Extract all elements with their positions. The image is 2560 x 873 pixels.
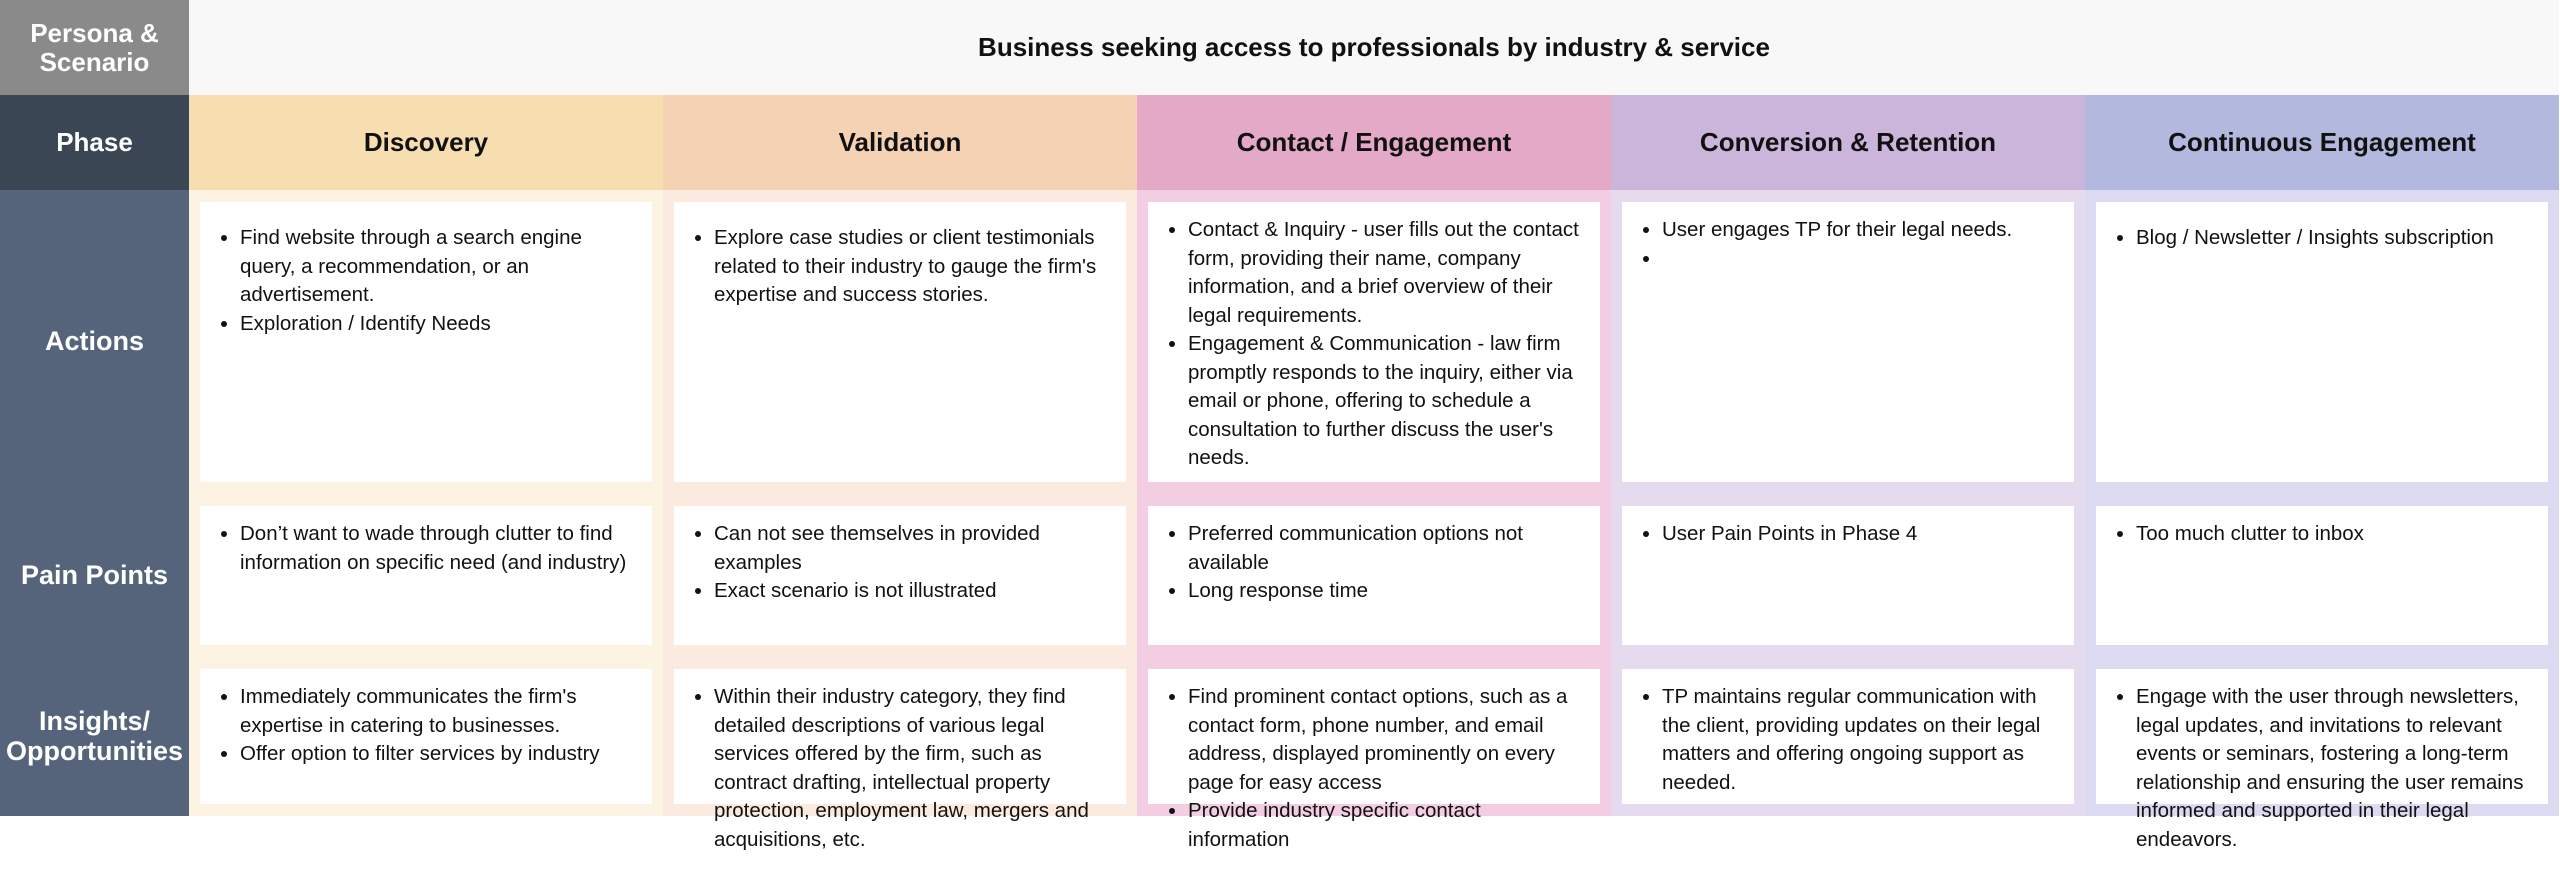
bullet-list: TP maintains regular communication with … [1636, 683, 2060, 797]
card: Find website through a search engine que… [200, 202, 652, 482]
pain-points-cell-phase-1: Don’t want to wade through clutter to fi… [189, 494, 663, 657]
pain-points-cell-phase-3: Preferred communication options not avai… [1137, 494, 1611, 657]
list-item: Long response time [1188, 577, 1586, 606]
card: Within their industry category, they fin… [674, 669, 1126, 851]
list-item: Find prominent contact options, such as … [1188, 683, 1586, 797]
actions-cell-phase-1: Find website through a search engine que… [189, 190, 663, 494]
list-item: Preferred communication options not avai… [1188, 520, 1586, 577]
scenario-title: Business seeking access to professionals… [189, 0, 2559, 95]
card: Preferred communication options not avai… [1148, 506, 1600, 645]
card: Find prominent contact options, such as … [1148, 669, 1600, 851]
bullet-list: Contact & Inquiry - user fills out the c… [1162, 216, 1586, 473]
bullet-list: Find website through a search engine que… [214, 224, 638, 338]
actions-cell-phase-4: User engages TP for their legal needs. [1611, 190, 2085, 494]
card: Blog / Newsletter / Insights subscriptio… [2096, 202, 2548, 482]
card: Explore case studies or client testimoni… [674, 202, 1126, 482]
insights-opportunities-cell-phase-4: TP maintains regular communication with … [1611, 657, 2085, 816]
row-label-actions: Actions [0, 190, 189, 494]
card: User engages TP for their legal needs. [1622, 202, 2074, 482]
list-item: Exploration / Identify Needs [240, 310, 638, 339]
list-item: Explore case studies or client testimoni… [714, 224, 1112, 310]
list-item: Too much clutter to inbox [2136, 520, 2534, 549]
list-item: Contact & Inquiry - user fills out the c… [1188, 216, 1586, 330]
bullet-list: Find prominent contact options, such as … [1162, 683, 1586, 854]
list-item: Can not see themselves in provided examp… [714, 520, 1112, 577]
phase-conversion-retention: Conversion & Retention [1611, 95, 2085, 190]
pain-points-cell-phase-4: User Pain Points in Phase 4 [1611, 494, 2085, 657]
list-item: Within their industry category, they fin… [714, 683, 1112, 854]
pain-points-cell-phase-2: Can not see themselves in provided examp… [663, 494, 1137, 657]
list-item: User Pain Points in Phase 4 [1662, 520, 2060, 549]
list-item [1662, 245, 2060, 274]
phase-label: Phase [0, 95, 189, 190]
list-item: Provide industry specific contact inform… [1188, 797, 1586, 854]
bullet-list: Don’t want to wade through clutter to fi… [214, 520, 638, 577]
list-item: Blog / Newsletter / Insights subscriptio… [2136, 224, 2534, 253]
list-item: Don’t want to wade through clutter to fi… [240, 520, 638, 577]
row-label-pain-points: Pain Points [0, 494, 189, 657]
phase-discovery: Discovery [189, 95, 663, 190]
bullet-list: Blog / Newsletter / Insights subscriptio… [2110, 224, 2534, 253]
bullet-list: Explore case studies or client testimoni… [688, 224, 1112, 310]
phase-validation: Validation [663, 95, 1137, 190]
list-item: TP maintains regular communication with … [1662, 683, 2060, 797]
pain-points-cell-phase-5: Too much clutter to inbox [2085, 494, 2559, 657]
list-item: Exact scenario is not illustrated [714, 577, 1112, 606]
row-label-insights-opportunities: Insights/ Opportunities [0, 657, 189, 816]
bullet-list: Too much clutter to inbox [2110, 520, 2534, 549]
card: Contact & Inquiry - user fills out the c… [1148, 202, 1600, 482]
persona-scenario-label: Persona & Scenario [0, 0, 189, 95]
actions-cell-phase-5: Blog / Newsletter / Insights subscriptio… [2085, 190, 2559, 494]
list-item: Find website through a search engine que… [240, 224, 638, 310]
card: TP maintains regular communication with … [1622, 669, 2074, 804]
list-item: Engage with the user through newsletters… [2136, 683, 2534, 854]
phase-continuous-engagement: Continuous Engagement [2085, 95, 2559, 190]
bullet-list: Engage with the user through newsletters… [2110, 683, 2534, 854]
insights-opportunities-cell-phase-2: Within their industry category, they fin… [663, 657, 1137, 851]
bullet-list: User engages TP for their legal needs. [1636, 216, 2060, 273]
insights-opportunities-cell-phase-5: Engage with the user through newsletters… [2085, 657, 2559, 851]
phase-contact-engagement: Contact / Engagement [1137, 95, 1611, 190]
card: Engage with the user through newsletters… [2096, 669, 2548, 851]
card: Immediately communicates the firm's expe… [200, 669, 652, 804]
actions-cell-phase-2: Explore case studies or client testimoni… [663, 190, 1137, 494]
bullet-list: Preferred communication options not avai… [1162, 520, 1586, 606]
insights-opportunities-cell-phase-1: Immediately communicates the firm's expe… [189, 657, 663, 816]
bullet-list: Immediately communicates the firm's expe… [214, 683, 638, 769]
bullet-list: Within their industry category, they fin… [688, 683, 1112, 854]
card: Too much clutter to inbox [2096, 506, 2548, 645]
insights-opportunities-cell-phase-3: Find prominent contact options, such as … [1137, 657, 1611, 851]
card: User Pain Points in Phase 4 [1622, 506, 2074, 645]
list-item: User engages TP for their legal needs. [1662, 216, 2060, 245]
list-item: Immediately communicates the firm's expe… [240, 683, 638, 740]
list-item: Engagement & Communication - law firm pr… [1188, 330, 1586, 473]
list-item: Offer option to filter services by indus… [240, 740, 638, 769]
bullet-list: User Pain Points in Phase 4 [1636, 520, 2060, 549]
bullet-list: Can not see themselves in provided examp… [688, 520, 1112, 606]
card: Don’t want to wade through clutter to fi… [200, 506, 652, 645]
actions-cell-phase-3: Contact & Inquiry - user fills out the c… [1137, 190, 1611, 494]
card: Can not see themselves in provided examp… [674, 506, 1126, 645]
